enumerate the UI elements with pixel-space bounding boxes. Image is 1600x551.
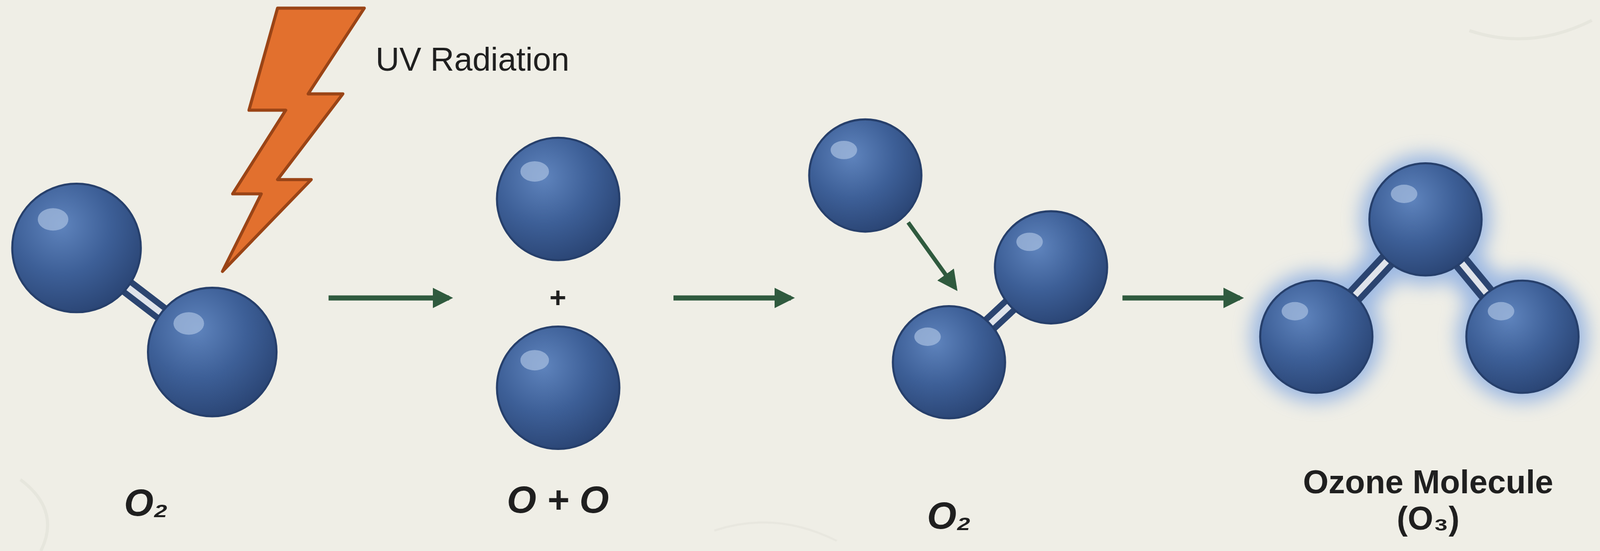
paper-crease bbox=[20, 480, 48, 551]
atom-highlight bbox=[520, 161, 549, 182]
reaction-arrow bbox=[328, 295, 450, 301]
reaction-arrow bbox=[1122, 295, 1240, 301]
product-label: Ozone Molecule (O₃) bbox=[1288, 464, 1568, 537]
oxygen-atom bbox=[1466, 280, 1579, 394]
atom-joining-molecule bbox=[808, 119, 1107, 419]
oxygen-molecule bbox=[12, 183, 277, 417]
oxygen-atom bbox=[497, 137, 620, 261]
atom-highlight bbox=[1390, 184, 1418, 204]
oxygen-atom bbox=[994, 211, 1107, 324]
plus-sign: + bbox=[549, 281, 567, 314]
reaction-arrow bbox=[673, 295, 792, 301]
oxygen-atom bbox=[147, 287, 277, 417]
ozone-glow bbox=[1250, 154, 1588, 403]
oxygen-atom bbox=[1369, 163, 1482, 276]
paper-crease bbox=[714, 523, 837, 542]
oxygen-atom bbox=[12, 183, 141, 313]
free-oxygen-atoms bbox=[497, 137, 620, 450]
atom-highlight bbox=[1016, 232, 1043, 252]
atom-highlight bbox=[520, 350, 549, 371]
oxygen-atom bbox=[892, 306, 1005, 419]
formula-label: O + O bbox=[507, 479, 610, 522]
radiation-label: UV Radiation bbox=[375, 41, 570, 78]
uv-lightning-bolt bbox=[222, 7, 365, 272]
oxygen-atom bbox=[497, 326, 620, 450]
atom-highlight bbox=[1487, 302, 1515, 321]
atom-highlight bbox=[37, 208, 69, 231]
atom-highlight bbox=[1281, 302, 1309, 321]
oxygen-atom bbox=[808, 119, 922, 233]
oxygen-atom bbox=[1260, 280, 1373, 394]
atom-highlight bbox=[173, 312, 204, 335]
atom-highlight bbox=[830, 140, 857, 160]
formula-label: O₂ bbox=[927, 495, 971, 537]
formula-label: O₂ bbox=[124, 482, 168, 525]
paper-crease bbox=[1469, 20, 1593, 39]
approach-arrow bbox=[908, 222, 955, 288]
ozone-molecule bbox=[1250, 154, 1588, 403]
atom-highlight bbox=[914, 327, 941, 347]
